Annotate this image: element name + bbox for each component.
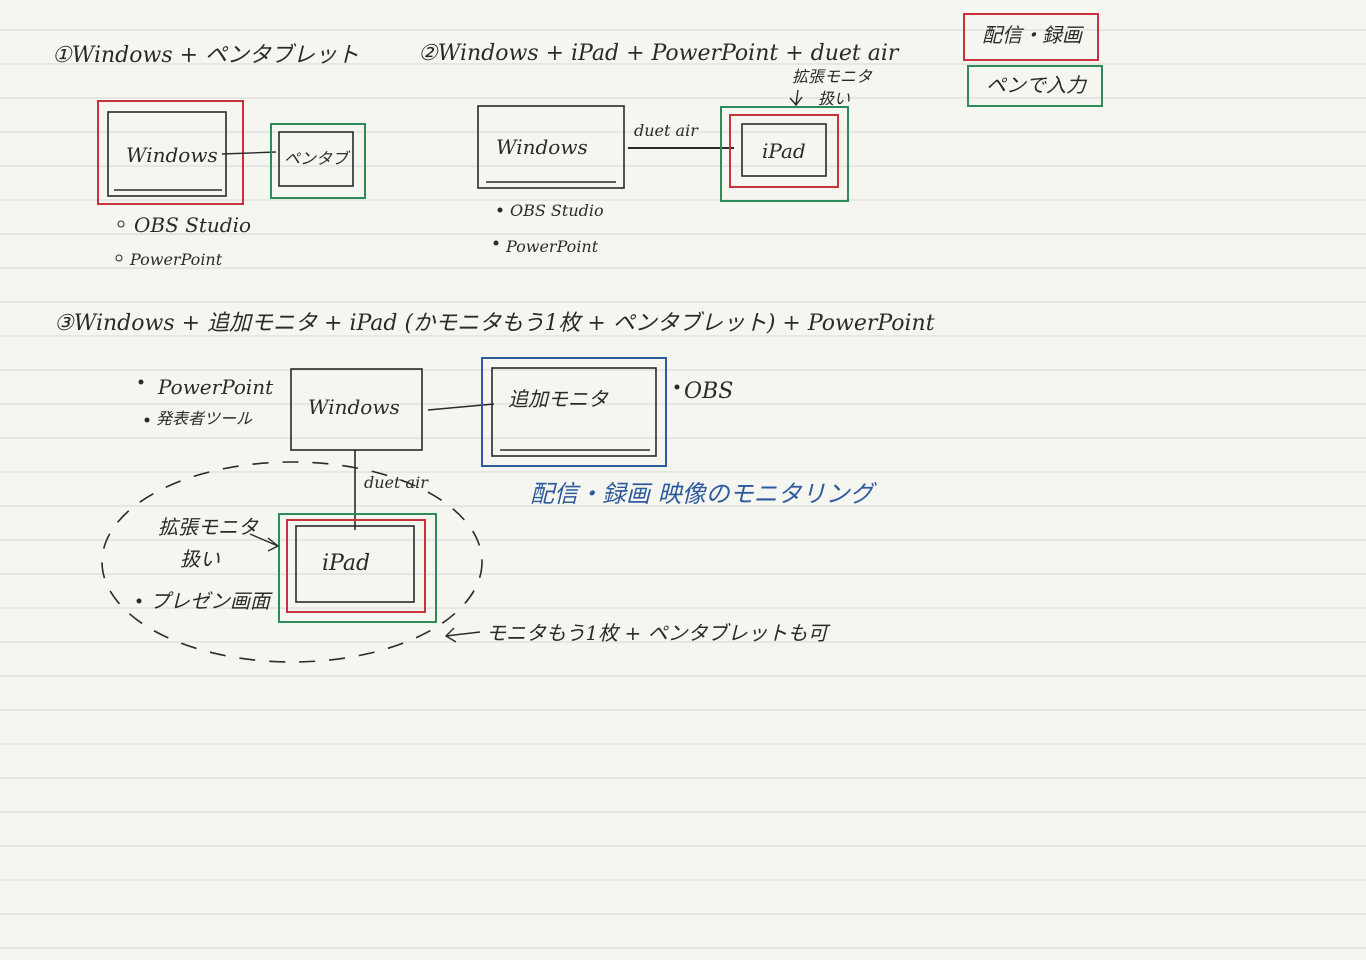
s3-bullet-dot-2: [144, 417, 150, 423]
s1-pentab-label: ペンタブ: [284, 149, 351, 168]
s3-ext-line2: 扱い: [180, 547, 220, 571]
s3-obs-dot: [674, 384, 680, 390]
s2-note-line2: 扱い: [818, 89, 850, 108]
s2-bullet-dot-1: [497, 207, 503, 213]
ruled-lines: [0, 29, 1366, 949]
s3-ipad-red-frame: [286, 519, 426, 613]
s3-ext-line1: 拡張モニタ: [158, 515, 259, 539]
s2-windows-label: Windows: [496, 135, 588, 159]
s1-bullet-dot-1: [117, 220, 125, 228]
s2-note-arrow: [789, 89, 803, 107]
section-1-title: ①Windows + ペンタブレット: [52, 43, 359, 68]
s3-alt-arrow: [444, 627, 481, 643]
legend-stream-record-label: 配信・録画: [982, 23, 1085, 47]
s3-ext-arrow: [249, 533, 280, 552]
s2-bullet-powerpoint: PowerPoint: [505, 237, 599, 256]
s1-connector: [221, 151, 277, 155]
legend-pen-input-label: ペンで入力: [986, 73, 1088, 97]
section-3-title: ③Windows + 追加モニタ + iPad (かモニタもう1枚 + ペンタブ…: [54, 311, 935, 336]
s2-ipad-red-frame: [729, 114, 839, 188]
s3-connector-monitor: [427, 403, 495, 411]
section-2: ②Windows + iPad + PowerPoint + duet air …: [418, 41, 900, 256]
legend: 配信・録画 ペンで入力: [963, 13, 1103, 107]
s1-bullet-dot-2: [115, 254, 123, 262]
s2-link-label: duet air: [634, 121, 699, 140]
s2-bullet-obs: OBS Studio: [510, 201, 604, 220]
s1-bullet-powerpoint: PowerPoint: [129, 250, 223, 269]
section-1: ①Windows + ペンタブレット Windows ペンタブ OBS Stud…: [52, 43, 366, 269]
s3-ipad-bullet: プレゼン画面: [150, 589, 273, 613]
s1-windows-red-frame: [97, 100, 244, 205]
section-3: ③Windows + 追加モニタ + iPad (かモニタもう1枚 + ペンタブ…: [54, 311, 935, 663]
s3-link-label: duet air: [364, 473, 429, 492]
s2-windows-box: [477, 105, 625, 189]
s2-ipad-box: [741, 123, 827, 177]
legend-red-box: [963, 13, 1099, 61]
s3-ipad-green-frame: [278, 513, 437, 623]
s3-monitor-label: 追加モニタ: [508, 387, 609, 411]
s3-bullet-dot-1: [138, 379, 144, 385]
s3-ipad-box: [295, 525, 415, 603]
s3-obs-label: OBS: [684, 379, 733, 404]
s3-bullet-powerpoint: PowerPoint: [157, 375, 274, 399]
s3-windows-box: [290, 368, 423, 451]
s3-ipad-bullet-dot: [136, 598, 142, 604]
s3-alt-note: モニタもう1枚 + ペンタブレットも可: [486, 621, 831, 645]
s3-monitor-box: [491, 367, 657, 457]
legend-green-box: [967, 65, 1103, 107]
s1-bullet-obs: OBS Studio: [134, 213, 251, 237]
section-2-title: ②Windows + iPad + PowerPoint + duet air: [418, 41, 900, 66]
s1-pentab-green-frame: [270, 123, 366, 199]
s2-note-line1: 拡張モニタ: [792, 67, 873, 86]
s2-bullet-dot-2: [493, 240, 499, 246]
s2-ipad-label: iPad: [762, 139, 806, 163]
s1-pentab-box: [278, 131, 354, 187]
s3-monitoring-note: 配信・録画 映像のモニタリング: [530, 480, 878, 508]
s3-windows-label: Windows: [308, 395, 400, 419]
s2-ipad-green-frame: [720, 106, 849, 202]
s3-dashed-group: [101, 461, 483, 663]
s3-monitor-blue-frame: [481, 357, 667, 467]
s3-ipad-label: iPad: [322, 551, 370, 576]
s1-windows-label: Windows: [126, 143, 218, 167]
s3-bullet-presenter-tool: 発表者ツール: [156, 409, 253, 428]
